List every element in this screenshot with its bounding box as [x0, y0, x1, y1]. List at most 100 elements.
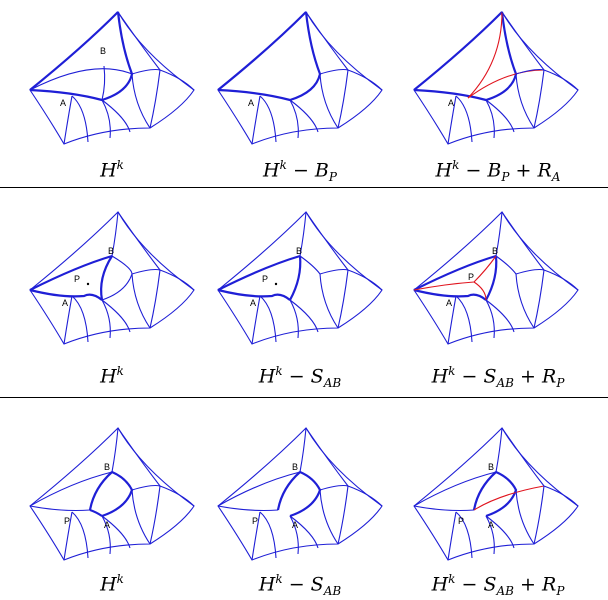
- thick-edge: [289, 255, 302, 301]
- caption-sup: k: [452, 158, 460, 172]
- point-label-p: P: [458, 516, 464, 526]
- thick-edge: [29, 288, 103, 301]
- edge: [495, 427, 503, 473]
- edge: [289, 99, 319, 133]
- caption-sup: k: [448, 364, 456, 378]
- point-p-dot: [274, 282, 278, 286]
- caption-sup: k: [275, 364, 283, 378]
- caption-op: −: [288, 365, 305, 388]
- edge: [501, 211, 545, 271]
- edge: [111, 427, 119, 473]
- edge: [259, 511, 277, 559]
- edge: [289, 515, 319, 549]
- caption-sym: S: [310, 365, 324, 388]
- caption-sub: P: [556, 376, 565, 391]
- edge: [501, 11, 545, 71]
- outer-boundary: [29, 211, 195, 345]
- edge: [485, 99, 495, 139]
- edge: [319, 68, 383, 91]
- point-label-b: B: [104, 462, 110, 472]
- edge: [495, 255, 535, 329]
- caption-base: H: [100, 573, 117, 596]
- caption-base: H: [258, 365, 276, 388]
- caption-r1-c2: Hk − BP: [200, 158, 400, 184]
- edge: [251, 511, 261, 561]
- thick-edge: [89, 508, 103, 517]
- edge: [63, 95, 73, 145]
- caption-sup: k: [116, 572, 124, 586]
- thick-edge: [217, 288, 291, 301]
- edge: [319, 268, 383, 291]
- edge: [101, 99, 111, 139]
- edge: [289, 515, 299, 555]
- edge: [485, 99, 515, 133]
- new-edge-red: [473, 485, 545, 511]
- diagram-r3-c3: B P A: [413, 427, 579, 561]
- caption-base: H: [263, 159, 280, 182]
- edge: [131, 489, 151, 545]
- edge: [149, 269, 161, 329]
- outer-boundary: [217, 427, 383, 561]
- point-label-b: B: [108, 246, 114, 256]
- thick-edge: [276, 471, 301, 511]
- point-label-a: A: [60, 98, 66, 108]
- edge: [501, 427, 545, 487]
- row-divider: [0, 397, 608, 398]
- edge: [117, 427, 161, 487]
- edge: [319, 73, 339, 129]
- caption-sym: R: [542, 365, 557, 388]
- edge: [495, 211, 503, 257]
- caption-sym: S: [483, 573, 497, 596]
- caption-r2-c2: Hk − SAB: [200, 364, 400, 390]
- new-edge-red: [467, 69, 545, 99]
- diagram-r2-c2: B P A: [217, 211, 383, 345]
- edge: [29, 505, 91, 512]
- caption-base: H: [435, 159, 453, 182]
- edge: [485, 299, 515, 333]
- edge: [413, 505, 475, 512]
- caption-sym: S: [483, 365, 497, 388]
- thick-edge: [413, 11, 503, 91]
- thick-edge: [100, 255, 113, 301]
- edge: [485, 515, 495, 555]
- point-label-p: P: [262, 274, 268, 284]
- thick-edge: [413, 254, 497, 291]
- point-label-p: P: [64, 516, 70, 526]
- edge: [117, 11, 161, 71]
- diagram-r2-c3: B P A: [413, 211, 579, 345]
- caption-r2-c1: Hk: [12, 364, 212, 387]
- edge: [337, 69, 349, 129]
- point-label-b: B: [100, 46, 106, 56]
- thick-edge: [29, 254, 113, 291]
- caption-sub: AB: [496, 376, 514, 391]
- edge: [63, 511, 73, 561]
- edge: [447, 295, 457, 345]
- caption-sub: P: [556, 584, 565, 599]
- edge: [447, 511, 457, 561]
- edge: [259, 95, 277, 143]
- caption-sub: AB: [323, 376, 342, 391]
- point-label-a: A: [62, 298, 68, 308]
- caption-sup: k: [275, 572, 283, 586]
- caption-r3-c2: Hk − SAB: [200, 572, 400, 598]
- point-label-a: A: [104, 520, 110, 530]
- thick-edge: [29, 11, 119, 91]
- point-label-b: B: [292, 462, 298, 472]
- caption-base: H: [258, 573, 276, 596]
- caption-sub: A: [551, 170, 561, 185]
- point-label-p: P: [74, 274, 80, 284]
- edge: [101, 515, 131, 549]
- edge: [217, 505, 279, 512]
- point-label-b: B: [296, 246, 302, 256]
- edge: [131, 484, 195, 507]
- thick-edge: [413, 288, 487, 301]
- caption-sup: k: [116, 364, 124, 378]
- edge: [515, 268, 579, 291]
- caption-r2-c3: Hk − SAB + RP: [398, 364, 598, 390]
- edge: [251, 95, 261, 145]
- outer-boundary: [29, 427, 195, 561]
- edge: [71, 95, 89, 143]
- edge: [543, 485, 579, 507]
- point-label-b: B: [492, 246, 498, 256]
- caption-op: −: [461, 573, 478, 596]
